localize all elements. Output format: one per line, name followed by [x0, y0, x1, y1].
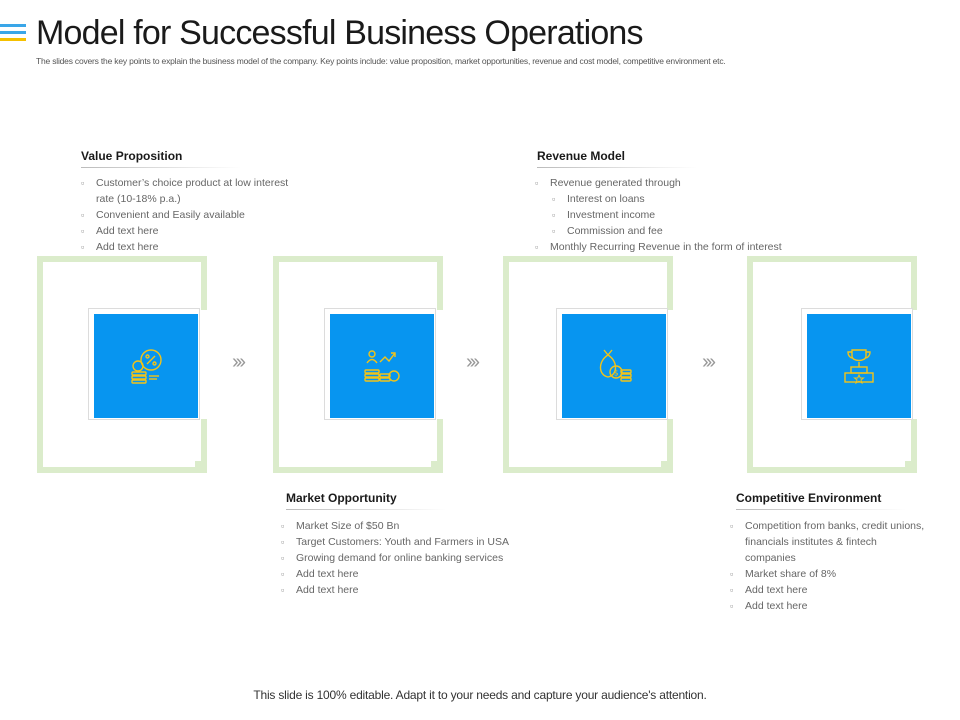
revenue-model-tile: $: [562, 314, 666, 418]
competitive-environment-list: Competition from banks, credit unions, f…: [730, 518, 945, 614]
list-item: Convenient and Easily available: [81, 207, 311, 223]
bracket-3-right-top: [661, 256, 673, 310]
bracket-2-right-bottom: [431, 419, 443, 467]
list-item: Market Size of $50 Bn: [281, 518, 541, 534]
bracket-4-top: [747, 256, 917, 262]
list-item: Target Customers: Youth and Farmers in U…: [281, 534, 541, 550]
market-opportunity-tile: [330, 314, 434, 418]
chevron-right-icon: ›››: [702, 351, 716, 373]
market-opportunity-list: Market Size of $50 Bn Target Customers: …: [281, 518, 541, 598]
chevron-right-icon: ›››: [232, 351, 246, 373]
tile-frame-1: [88, 308, 200, 420]
list-item: Add text here: [730, 582, 945, 598]
list-item: Add text here: [81, 223, 311, 239]
competitive-environment-heading: Competitive Environment: [736, 491, 882, 505]
bracket-4-right-bottom: [905, 419, 917, 467]
value-proposition-rule: [81, 167, 241, 168]
list-item: Competition from banks, credit unions,: [730, 518, 945, 534]
bracket-2-top: [273, 256, 443, 262]
list-item: Revenue generated through: [535, 175, 805, 191]
list-item: Add text here: [81, 239, 311, 255]
list-item: rate (10-18% p.a.): [96, 193, 181, 205]
svg-text:$: $: [614, 369, 619, 378]
value-proposition-tile: [94, 314, 198, 418]
list-item: Commission and fee: [535, 223, 805, 239]
competitive-environment-rule: [736, 509, 906, 510]
trophy-icon: [844, 349, 874, 385]
revenue-model-heading: Revenue Model: [537, 149, 626, 163]
revenue-model-list: Revenue generated through Interest on lo…: [535, 175, 805, 255]
list-item: Monthly Recurring Revenue in the form of…: [535, 239, 805, 255]
page-subtitle: The slides covers the key points to expl…: [36, 56, 726, 66]
market-opportunity-rule: [286, 509, 446, 510]
competitive-environment-tile: [807, 314, 911, 418]
tile-frame-4: [801, 308, 913, 420]
list-item: Market share of 8%: [730, 566, 945, 582]
list-item: Growing demand for online banking servic…: [281, 550, 541, 566]
list-item: Interest on loans: [535, 191, 805, 207]
percent-coins-icon: [131, 349, 162, 384]
bracket-2-right-top: [431, 256, 443, 310]
growth-people-icon: [364, 350, 400, 382]
list-item: Investment income: [535, 207, 805, 223]
logo-bars: [0, 24, 26, 45]
market-opportunity-heading: Market Opportunity: [286, 491, 397, 505]
list-item: Add text here: [730, 598, 945, 614]
bracket-3-top: [503, 256, 673, 262]
tile-frame-3: $: [556, 308, 668, 420]
list-item: Add text here: [281, 566, 541, 582]
money-bag-icon: $: [599, 349, 632, 382]
page-title: Model for Successful Business Operations: [36, 14, 644, 52]
list-item: Customer’s choice product at low interes…: [81, 175, 311, 191]
bracket-1-right-bottom: [195, 419, 207, 467]
bracket-3-right-bottom: [661, 419, 673, 467]
revenue-model-rule: [537, 167, 697, 168]
bracket-1-right-top: [195, 256, 207, 310]
tile-frame-2: [324, 308, 436, 420]
chevron-right-icon: ›››: [466, 351, 480, 373]
value-proposition-list: Customer’s choice product at low interes…: [81, 175, 311, 255]
list-item: companies: [745, 552, 796, 564]
list-item: financials institutes & fintech: [745, 536, 877, 548]
bracket-4-right-top: [905, 256, 917, 310]
bracket-1-top: [37, 256, 207, 262]
list-item: Add text here: [281, 582, 541, 598]
value-proposition-heading: Value Proposition: [81, 149, 183, 163]
footer-note: This slide is 100% editable. Adapt it to…: [253, 688, 707, 702]
